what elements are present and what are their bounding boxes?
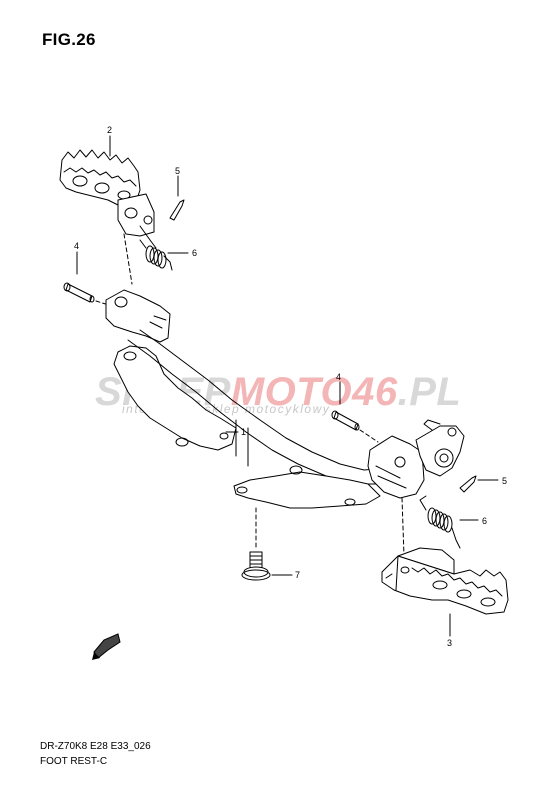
fwd-arrow-icon bbox=[92, 633, 121, 660]
pin-upper bbox=[63, 282, 95, 303]
diagram-code: DR-Z70K8 E28 E33_026 bbox=[40, 741, 151, 752]
leader-lines bbox=[76, 135, 499, 637]
spring-right bbox=[419, 495, 461, 549]
callout-1: 1 bbox=[241, 427, 246, 437]
footrest-bracket bbox=[105, 289, 465, 509]
footpeg-lower bbox=[381, 547, 509, 615]
cotter-pin-upper bbox=[169, 199, 185, 221]
spring-upper bbox=[139, 239, 173, 271]
footpeg-upper bbox=[59, 149, 157, 249]
figure-title: FIG.26 bbox=[42, 30, 96, 49]
cotter-pin-right bbox=[459, 475, 477, 493]
callout-4-right: 4 bbox=[336, 372, 341, 382]
watermark-brand-red: MOTO46 bbox=[231, 370, 398, 414]
callout-5-upper: 5 bbox=[175, 166, 180, 176]
watermark-brand-suffix: .PL bbox=[398, 370, 462, 414]
diagram-name: FOOT REST-C bbox=[40, 756, 108, 767]
callout-3: 3 bbox=[447, 638, 452, 648]
callout-2: 2 bbox=[107, 125, 112, 135]
bolt bbox=[241, 551, 271, 581]
callout-6-upper: 6 bbox=[192, 248, 197, 258]
callout-4-upper: 4 bbox=[74, 241, 79, 251]
callouts: 2 5 6 4 4 1 5 6 7 3 bbox=[74, 125, 507, 648]
pin-right bbox=[331, 410, 360, 431]
callout-6-right: 6 bbox=[482, 516, 487, 526]
callout-7: 7 bbox=[295, 570, 300, 580]
callout-5-right: 5 bbox=[502, 476, 507, 486]
